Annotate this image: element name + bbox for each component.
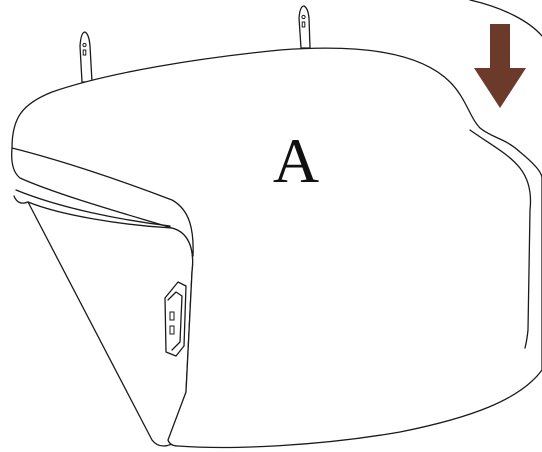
mounting-bracket: [165, 282, 186, 356]
mounting-pin-right: [299, 6, 310, 48]
cushion-corner-fold: [14, 196, 28, 203]
mounting-pin-left: [80, 32, 92, 82]
arrow-down-icon: [474, 24, 526, 108]
part-label: A: [273, 125, 319, 196]
